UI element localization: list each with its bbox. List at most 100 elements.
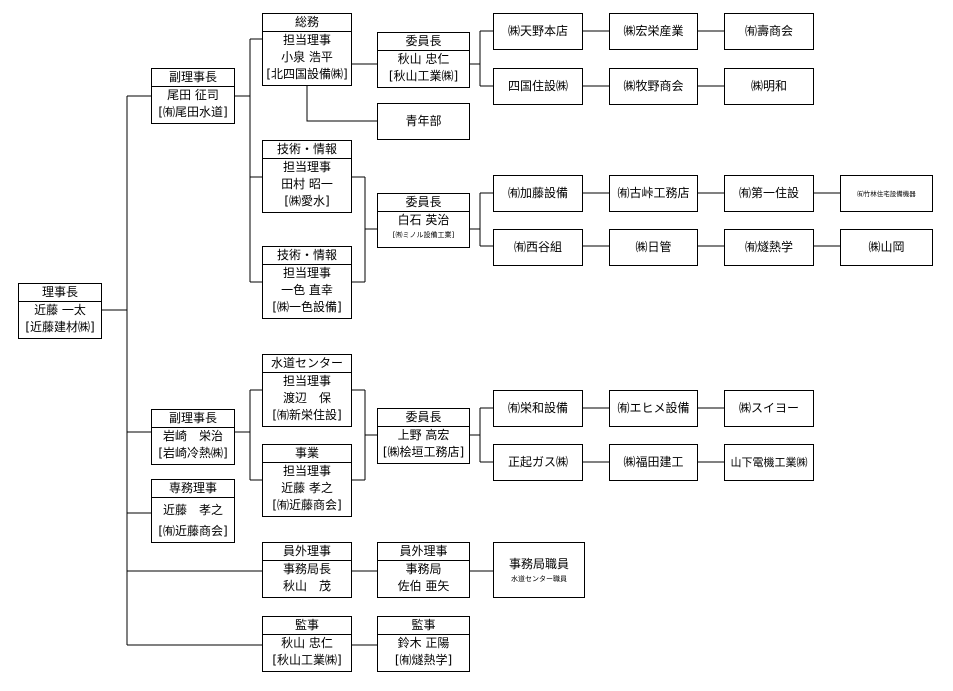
youth-division-box: 青年部 bbox=[377, 103, 470, 140]
member-box: ㈲エヒメ設備 bbox=[609, 390, 698, 427]
external-director-1-name: 秋山 茂 bbox=[282, 579, 331, 593]
chairman-box: 理事長 近藤 一太 [近藤建材㈱] bbox=[18, 283, 102, 339]
member-name: ㈱牧野商会 bbox=[623, 79, 684, 93]
secretariat-staff-note: 水道センター職員 bbox=[511, 574, 567, 583]
tech-info-2-company: [㈱一色設備] bbox=[272, 300, 342, 314]
member-box: ㈲西谷組 bbox=[493, 229, 583, 266]
general-affairs-role: 担当理事 bbox=[282, 33, 331, 47]
water-committee-name: 上野 高宏 bbox=[397, 428, 450, 442]
general-affairs-committee-box: 委員長 秋山 忠仁 [秋山工業㈱] bbox=[377, 32, 470, 88]
vice-chair-1-company: [㈲尾田水道] bbox=[158, 105, 228, 119]
water-center-dept: 水道センター bbox=[263, 355, 351, 373]
water-center-company: [㈲新栄住設] bbox=[272, 408, 342, 422]
tech-info-2-role: 担当理事 bbox=[282, 266, 331, 280]
external-director-1-box: 員外理事 事務局長 秋山 茂 bbox=[262, 542, 352, 598]
member-box: ㈱天野本店 bbox=[493, 13, 583, 50]
member-name: ㈲竹林住宅設備機器 bbox=[857, 189, 916, 198]
member-name: 正起ガス㈱ bbox=[507, 455, 568, 469]
tech-info-2-director-box: 技術・情報 担当理事 一色 直幸 [㈱一色設備] bbox=[262, 246, 352, 319]
auditor-2-box: 監事 鈴木 正陽 [㈲燧熱学] bbox=[377, 616, 470, 672]
tech-info-1-name: 田村 昭一 bbox=[281, 177, 333, 191]
member-box: ㈱宏栄産業 bbox=[609, 13, 698, 50]
tech-committee-name: 白石 英治 bbox=[397, 213, 450, 227]
chairman-name: 近藤 一太 bbox=[34, 303, 86, 317]
executive-director-name: 近藤 孝之 bbox=[162, 503, 223, 517]
member-box: ㈲竹林住宅設備機器 bbox=[840, 175, 933, 212]
member-name: ㈱山岡 bbox=[868, 240, 905, 254]
vice-chair-2-title: 副理事長 bbox=[152, 410, 234, 428]
member-box: ㈲壽商会 bbox=[724, 13, 814, 50]
vice-chair-1-name: 尾田 征司 bbox=[167, 88, 219, 102]
general-affairs-director-box: 総務 担当理事 小泉 浩平 [北四国設備㈱] bbox=[262, 13, 352, 86]
member-name: ㈲エヒメ設備 bbox=[617, 401, 690, 415]
water-committee-title: 委員長 bbox=[378, 409, 469, 427]
chairman-title: 理事長 bbox=[19, 284, 101, 302]
general-affairs-name: 小泉 浩平 bbox=[281, 50, 333, 64]
auditor-1-name: 秋山 忠仁 bbox=[281, 636, 333, 650]
business-role: 担当理事 bbox=[282, 464, 331, 478]
tech-info-2-name: 一色 直幸 bbox=[281, 283, 333, 297]
tech-info-2-dept: 技術・情報 bbox=[263, 247, 351, 265]
secretariat-staff-box: 事務局職員 水道センター職員 bbox=[493, 542, 585, 598]
vice-chair-1-box: 副理事長 尾田 征司 [㈲尾田水道] bbox=[151, 68, 235, 124]
water-committee-box: 委員長 上野 高宏 [㈱桧垣工務店] bbox=[377, 408, 470, 464]
auditor-1-box: 監事 秋山 忠仁 [秋山工業㈱] bbox=[262, 616, 352, 672]
tech-info-1-director-box: 技術・情報 担当理事 田村 昭一 [㈱愛水] bbox=[262, 140, 352, 213]
member-name: ㈱明和 bbox=[750, 79, 787, 93]
member-name: ㈲栄和設備 bbox=[507, 401, 568, 415]
member-box: ㈲古峠工務店 bbox=[609, 175, 698, 212]
tech-committee-box: 委員長 白石 英治 [㈲ミノル設備工業] bbox=[377, 193, 470, 248]
business-company: [㈲近藤商会] bbox=[272, 498, 342, 512]
vice-chair-2-company: [岩崎冷熱㈱] bbox=[158, 446, 228, 460]
member-box: ㈱福田建工 bbox=[609, 444, 698, 481]
tech-info-1-dept: 技術・情報 bbox=[263, 141, 351, 159]
auditor-1-company: [秋山工業㈱] bbox=[272, 653, 342, 667]
business-name: 近藤 孝之 bbox=[281, 481, 333, 495]
youth-division-label: 青年部 bbox=[405, 114, 442, 128]
external-director-1-title: 員外理事 bbox=[263, 543, 351, 561]
general-affairs-dept: 総務 bbox=[263, 14, 351, 32]
vice-chair-2-name: 岩崎 栄治 bbox=[162, 429, 223, 443]
general-affairs-committee-title: 委員長 bbox=[378, 33, 469, 51]
vice-chair-2-box: 副理事長 岩崎 栄治 [岩崎冷熱㈱] bbox=[151, 409, 235, 465]
auditor-2-company: [㈲燧熱学] bbox=[394, 653, 453, 667]
member-name: ㈱宏栄産業 bbox=[623, 24, 684, 38]
executive-director-box: 専務理事 近藤 孝之 [㈲近藤商会] bbox=[151, 479, 235, 543]
member-name: 山下電機工業㈱ bbox=[730, 456, 808, 469]
general-affairs-committee-name: 秋山 忠仁 bbox=[397, 52, 450, 66]
member-box: ㈲燧熱学 bbox=[724, 229, 814, 266]
general-affairs-company: [北四国設備㈱] bbox=[266, 67, 348, 81]
member-name: ㈱天野本店 bbox=[507, 24, 568, 38]
auditor-2-title: 監事 bbox=[378, 617, 469, 635]
tech-committee-title: 委員長 bbox=[378, 194, 469, 212]
external-director-2-role: 事務局 bbox=[405, 562, 442, 576]
member-box: ㈲第一住設 bbox=[724, 175, 814, 212]
member-box: ㈱スイヨー bbox=[724, 390, 814, 427]
tech-info-1-role: 担当理事 bbox=[282, 160, 331, 174]
member-name: ㈲燧熱学 bbox=[744, 240, 793, 254]
member-box: ㈱山岡 bbox=[840, 229, 933, 266]
general-affairs-committee-company: [秋山工業㈱] bbox=[388, 69, 459, 83]
member-name: ㈱日管 bbox=[635, 240, 672, 254]
external-director-2-title: 員外理事 bbox=[378, 543, 469, 561]
auditor-1-title: 監事 bbox=[263, 617, 351, 635]
executive-director-title: 専務理事 bbox=[152, 480, 234, 498]
member-name: ㈲壽商会 bbox=[744, 24, 793, 38]
member-name: ㈱スイヨー bbox=[738, 401, 799, 415]
vice-chair-1-title: 副理事長 bbox=[152, 69, 234, 87]
member-name: ㈲西谷組 bbox=[513, 240, 562, 254]
member-name: ㈲古峠工務店 bbox=[617, 186, 690, 200]
member-name: ㈲加藤設備 bbox=[507, 186, 568, 200]
executive-director-company: [㈲近藤商会] bbox=[158, 524, 228, 538]
chairman-company: [近藤建材㈱] bbox=[25, 320, 95, 334]
member-name: ㈱福田建工 bbox=[623, 455, 684, 469]
member-box: 四国住設㈱ bbox=[493, 68, 583, 105]
tech-info-1-company: [㈱愛水] bbox=[284, 194, 330, 208]
water-center-name: 渡辺 保 bbox=[282, 391, 331, 405]
member-box: ㈱明和 bbox=[724, 68, 814, 105]
member-box: 山下電機工業㈱ bbox=[724, 444, 814, 481]
business-dept: 事業 bbox=[263, 445, 351, 463]
member-name: ㈲第一住設 bbox=[738, 186, 799, 200]
